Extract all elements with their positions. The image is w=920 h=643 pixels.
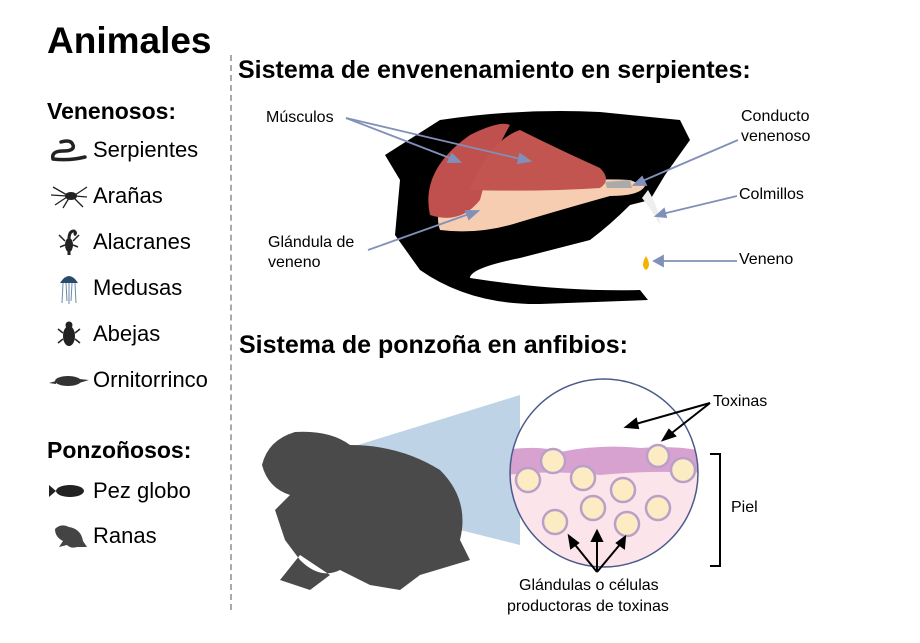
list-item: Medusas <box>48 273 182 304</box>
list-item: Serpientes <box>48 135 198 165</box>
list-item: Alacranes <box>48 227 191 257</box>
label-glands-2: productoras de toxinas <box>507 598 669 615</box>
pufferfish-icon <box>48 476 90 506</box>
label-venom: Veneno <box>739 251 794 268</box>
label-muscles: Músculos <box>266 109 334 126</box>
list-item: Ranas <box>48 521 157 551</box>
poisonous-heading: Ponzoñosos: <box>47 437 192 463</box>
venom-gland <box>438 179 645 232</box>
frog-silhouette <box>262 431 470 590</box>
page-title: Animales <box>47 20 212 61</box>
venomous-heading: Venenosos: <box>47 98 177 124</box>
spider-icon <box>48 181 90 211</box>
platypus-icon <box>48 365 90 395</box>
skin-bracket <box>710 453 721 567</box>
snake-section-heading: Sistema de envenenamiento en serpientes: <box>238 56 751 84</box>
list-item: Arañas <box>48 181 163 211</box>
label-skin: Piel <box>731 499 758 516</box>
muscle <box>428 123 510 218</box>
list-item: Ornitorrinco <box>48 365 208 395</box>
muscle <box>470 130 606 191</box>
divider <box>230 55 232 610</box>
jellyfish-icon <box>48 273 90 304</box>
venom-drop <box>643 256 649 270</box>
skin-magnification-circle <box>509 378 699 568</box>
snake-icon <box>48 135 90 165</box>
label-duct-2: venenoso <box>741 128 811 145</box>
label-gland-2: veneno <box>268 254 321 271</box>
label-gland-1: Glándula de <box>268 234 355 251</box>
frog-icon <box>48 521 90 551</box>
label-duct-1: Conducto <box>741 108 810 125</box>
label-glands-1: Glándulas o células <box>519 577 659 594</box>
label-toxins: Toxinas <box>713 393 768 410</box>
list-item: Pez globo <box>48 476 191 506</box>
list-item: Abejas <box>48 319 160 349</box>
label-fangs: Colmillos <box>739 186 804 203</box>
scorpion-icon <box>48 227 90 257</box>
bee-icon <box>48 319 90 349</box>
amphibian-section-heading: Sistema de ponzoña en anfibios: <box>239 331 628 359</box>
